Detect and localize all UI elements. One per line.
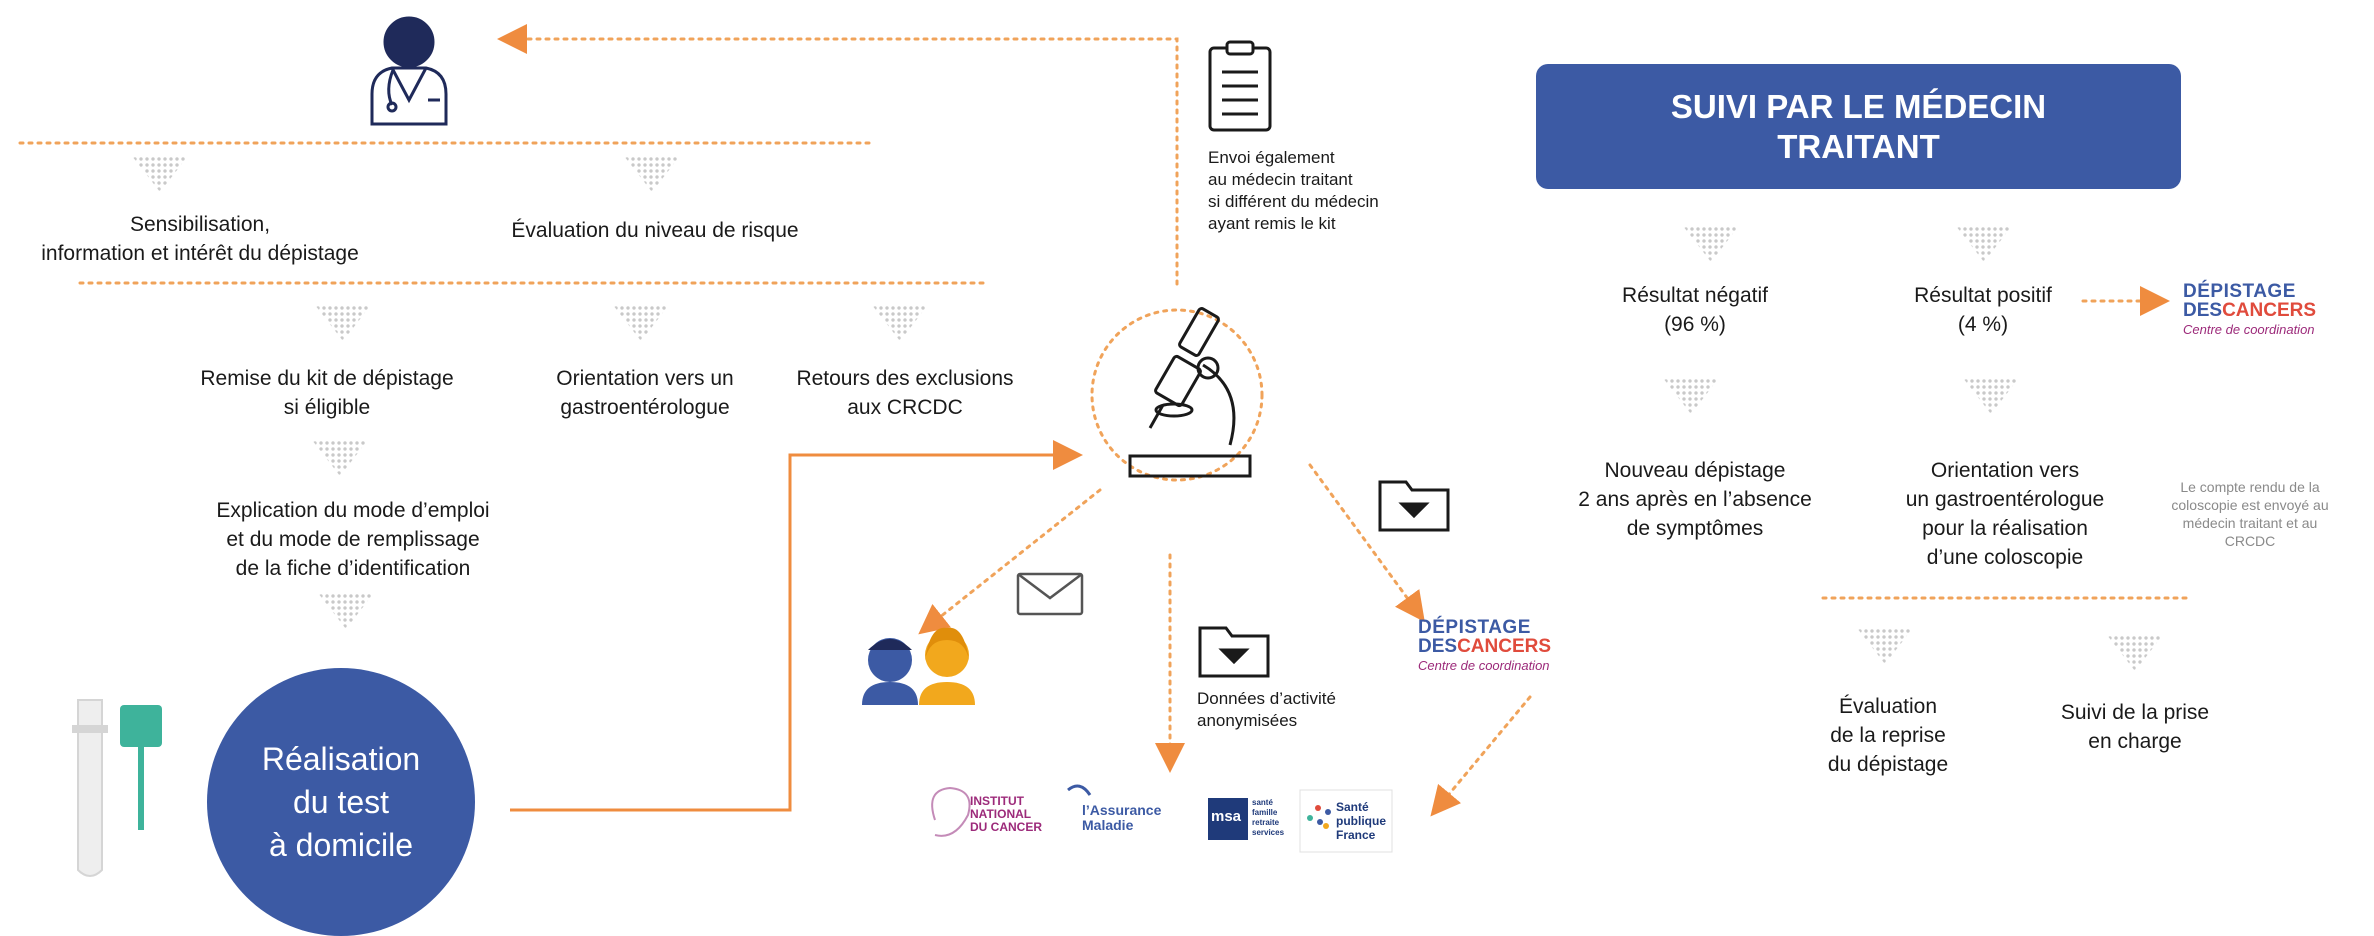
depistage-logo-line3: Centre de coordination [1418,658,1550,673]
depistage-logo-des: DES [2183,300,2223,321]
sensibilisation-text: Sensibilisation, information et intérêt … [41,213,359,265]
explication-text: Explication du mode d’emploi et du mode … [216,499,490,580]
donnees-text: Données d’activité anonymisées [1197,689,1336,730]
orientation-gastro-text: Orientation vers un gastroentérologue [556,367,734,419]
depistage-logo-line1: DÉPISTAGE [1418,617,1531,638]
depistage-logo-line1: DÉPISTAGE [2183,281,2296,302]
flow-marker [613,305,669,341]
flow-marker [872,305,928,341]
flow-marker [2107,635,2163,671]
realisation-test-text: Réalisation du test à domicile [261,740,421,863]
depistage-logo-cancers: CANCERS [2222,300,2317,321]
msa-logo: msa [1211,808,1242,825]
flow-marker [1663,378,1719,414]
sante-publique-france-logo: Santé publique France [1336,800,1386,842]
flow-marker [1956,226,2012,262]
folder-download-icon [1198,626,1270,678]
evaluation-risque-text: Évaluation du niveau de risque [511,219,799,242]
retours-exclusions-text: Retours des exclusions aux CRCDC [796,367,1014,419]
depistage-logo-cancers: CANCERS [1457,636,1552,657]
assurance-maladie-logo: l’Assurance Maladie [1082,802,1162,833]
spf-logo-mark [1299,789,1393,853]
doctor-icon [370,16,448,126]
header-title: SUIVI PAR LE MÉDECIN TRAITANT [1670,87,2047,165]
compte-rendu-note: Le compte rendu de la coloscopie est env… [2171,479,2329,549]
depistage-logo: DÉPISTAGE DESCANCERS Centre de coordinat… [1418,618,1551,675]
msa-logo-mark [1208,798,1248,840]
flow-marker [315,305,371,341]
flow-marker [1963,378,2019,414]
flow-marker [1857,628,1913,664]
flow-marker [312,440,368,476]
orientation-coloscopie-text: Orientation vers un gastroentérologue po… [1905,459,2105,569]
remise-kit-text: Remise du kit de dépistage si éligible [200,367,454,419]
envelope-icon [1016,572,1084,616]
envoi-note-text: Envoi également au médecin traitant si d… [1208,148,1379,233]
flow-marker [624,156,680,192]
patients-icon [862,627,975,705]
evaluation-reprise-text: Évaluation de la reprise du dépistage [1827,695,1949,776]
inca-logo: INSTITUT NATIONAL DU CANCER [970,794,1042,834]
folder-download-icon [1378,480,1450,532]
inca-logo-mark [931,786,971,837]
header-box: SUIVI PAR LE MÉDECIN TRAITANT [1536,64,2181,189]
depistage-logo-des: DES [1418,636,1458,657]
depistage-logo: DÉPISTAGE DESCANCERS Centre de coordinat… [2183,282,2316,339]
resultat-negatif-text: Résultat négatif (96 %) [1622,284,1768,336]
nouveau-depistage-text: Nouveau dépistage 2 ans après en l’absen… [1578,459,1812,540]
resultat-positif-text: Résultat positif (4 %) [1914,284,2052,336]
suivi-prise-text: Suivi de la prise en charge [2060,701,2210,753]
assurance-logo-mark [1067,784,1092,796]
depistage-logo-line3: Centre de coordination [2183,322,2315,337]
flow-marker [132,156,188,192]
test-kit-icon [72,699,162,877]
flow-marker [1683,226,1739,262]
microscope-icon [1128,307,1252,478]
flow-marker [318,593,374,629]
realisation-test-circle: Réalisation du test à domicile [207,668,475,936]
clipboard-icon [1208,40,1272,132]
msa-logo-text: santé famille retraite services [1252,798,1285,837]
